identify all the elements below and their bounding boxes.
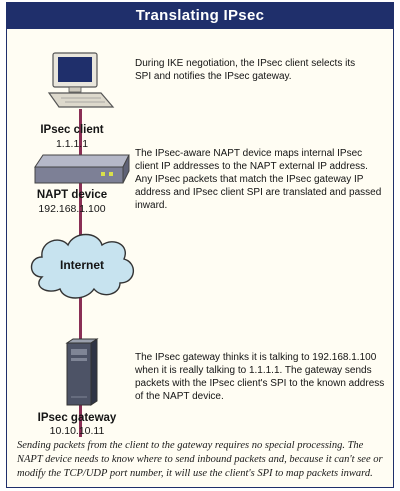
client-ip: 1.1.1.1 <box>55 138 89 150</box>
gateway-label: IPsec gateway <box>37 412 117 424</box>
server-icon <box>65 338 99 406</box>
diagram-frame: Translating IPsec IPsec client 1.1.1.1 N… <box>6 2 394 488</box>
client-label: IPsec client <box>40 124 104 136</box>
diagram-title: Translating IPsec <box>7 3 393 29</box>
gateway-ip: 10.10.10.11 <box>49 425 105 437</box>
napt-description: The IPsec-aware NAPT device maps interna… <box>135 148 382 211</box>
napt-device-icon <box>34 154 130 184</box>
diagram-canvas: IPsec client 1.1.1.1 NAPT device 192.168… <box>7 29 392 437</box>
napt-label: NAPT device <box>36 189 108 201</box>
client-description: During IKE negotiation, the IPsec client… <box>135 58 356 82</box>
cloud-icon <box>30 233 134 299</box>
gateway-description: The IPsec gateway thinks it is talking t… <box>135 352 385 402</box>
cloud-label: Internet <box>59 258 104 272</box>
napt-ip: 192.168.1.100 <box>38 203 106 215</box>
footnote-caption: Sending packets from the client to the g… <box>17 440 383 479</box>
computer-icon <box>47 52 115 108</box>
